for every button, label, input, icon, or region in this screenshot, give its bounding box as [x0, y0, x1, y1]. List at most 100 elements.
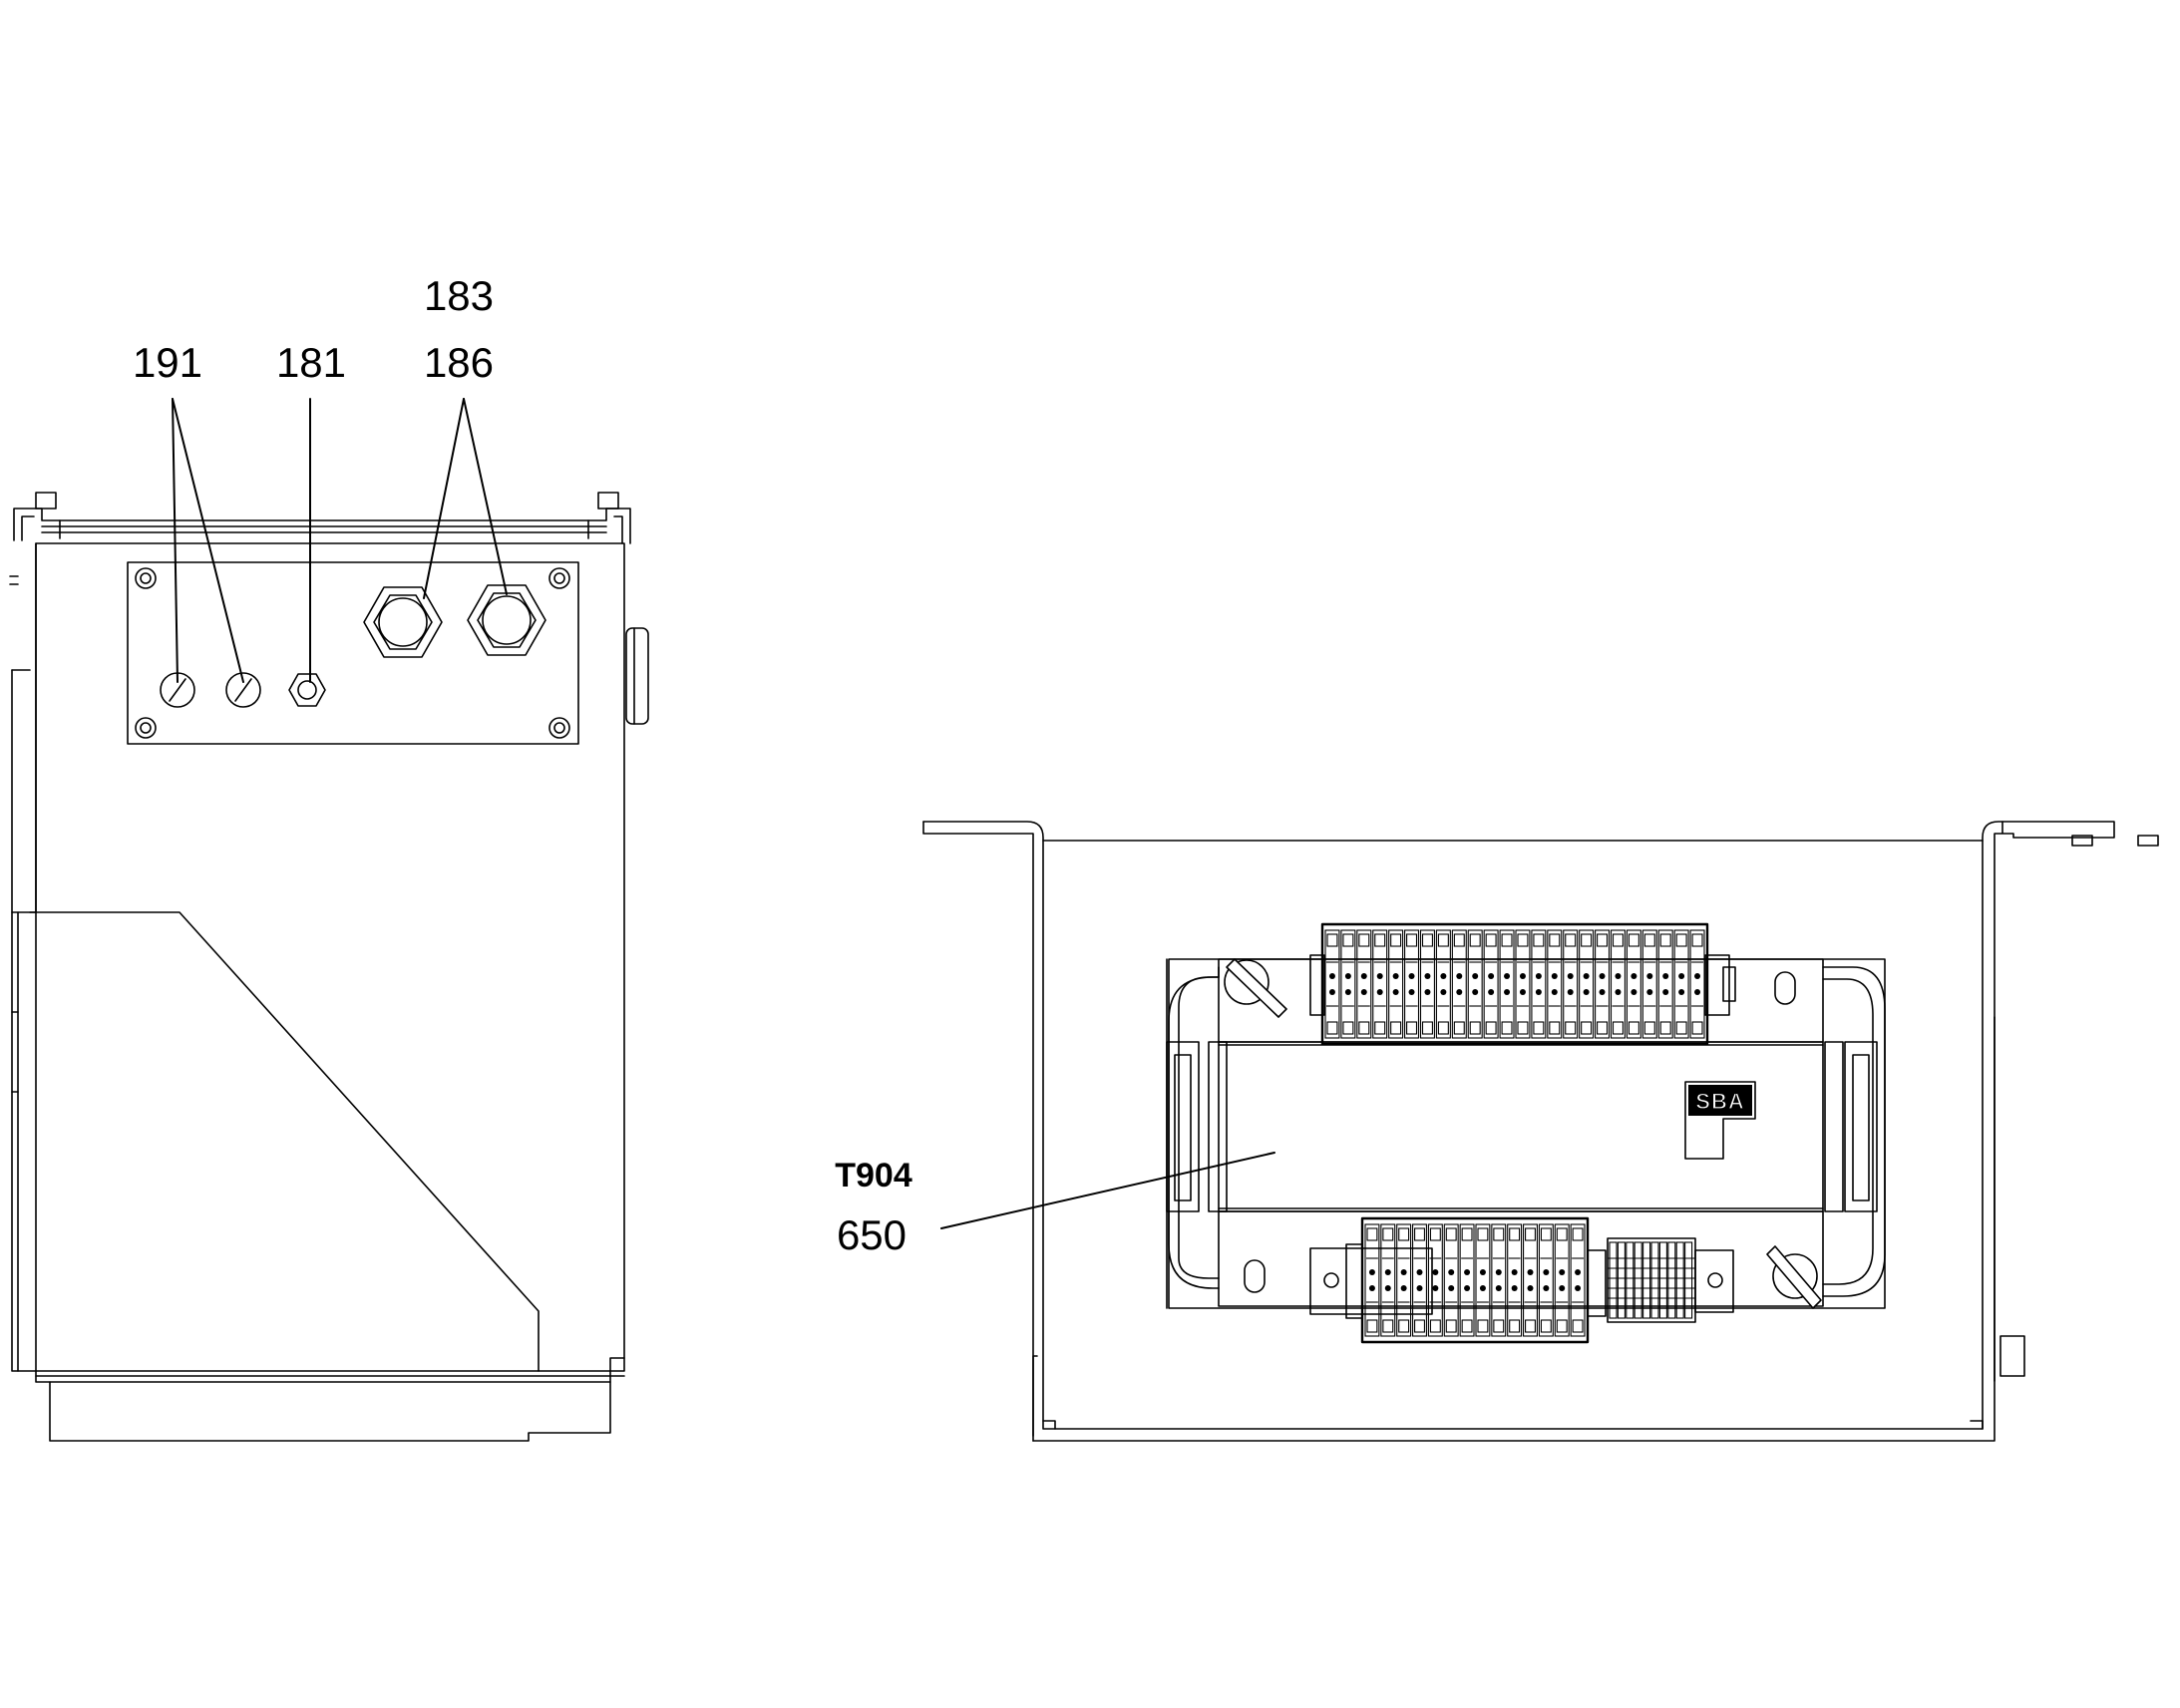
terminal-screw-icon [1488, 973, 1495, 979]
terminal-clamp [1612, 933, 1624, 947]
terminal [1404, 929, 1420, 1039]
terminal-clamp [1691, 933, 1703, 947]
terminal-screw-icon [1575, 1269, 1582, 1275]
fuse-terminal [1634, 1241, 1642, 1319]
terminal-screw-icon [1408, 989, 1415, 995]
terminal-clamp [1572, 1319, 1584, 1333]
cable-gland-186-a [363, 586, 443, 658]
terminal [1459, 1223, 1475, 1337]
terminal [1547, 929, 1563, 1039]
terminal-clamp [1581, 933, 1593, 947]
terminal-body [1538, 1223, 1554, 1337]
terminal-body [1404, 929, 1420, 1039]
terminal-screw-icon [1488, 989, 1495, 995]
terminal-screw-icon [1376, 989, 1383, 995]
plate-screw-icon [548, 717, 570, 739]
terminal-clamp [1382, 1319, 1394, 1333]
fuse-terminal-group [1607, 1237, 1696, 1323]
terminal-body [1340, 929, 1356, 1039]
terminal-clamp [1342, 933, 1354, 947]
terminal-screw-icon [1519, 989, 1526, 995]
terminal-clamp [1485, 933, 1497, 947]
clamp-lever-top-left [1224, 958, 1287, 1018]
terminal-body [1412, 1223, 1427, 1337]
terminal [1595, 929, 1611, 1039]
terminal [1388, 929, 1404, 1039]
plate-screw-icon [548, 567, 570, 589]
terminal-body [1507, 1223, 1523, 1337]
terminal-screw-icon [1328, 989, 1335, 995]
blanking-plug-191-b [225, 672, 261, 708]
terminal-body [1657, 929, 1673, 1039]
terminal-clamp [1540, 1227, 1552, 1241]
terminal-clamp [1556, 1227, 1568, 1241]
terminal-screw-icon [1360, 989, 1367, 995]
terminal-clamp [1342, 1021, 1354, 1035]
terminal-body [1499, 929, 1515, 1039]
terminal-screw-icon [1440, 989, 1447, 995]
fuse-terminal [1609, 1241, 1618, 1319]
terminal-body [1491, 1223, 1507, 1337]
fuse-terminal [1658, 1241, 1667, 1319]
terminal-screw-icon [1631, 989, 1637, 995]
terminal-screw-icon [1599, 973, 1606, 979]
mount-slot [1244, 1259, 1266, 1293]
terminal-body [1673, 929, 1689, 1039]
terminal [1641, 929, 1657, 1039]
terminal-body [1570, 1223, 1586, 1337]
terminal-screw-icon [1400, 1269, 1407, 1275]
terminal-clamp [1533, 1021, 1545, 1035]
leader-186-b [463, 398, 508, 595]
terminal-clamp [1659, 933, 1671, 947]
left-enclosure-view: 183 191 181 186 [9, 272, 649, 1442]
terminal-clamp [1493, 1227, 1505, 1241]
terminal-clamp [1453, 933, 1465, 947]
terminal-screw-icon [1495, 1285, 1502, 1291]
terminal-body [1451, 929, 1467, 1039]
terminal-clamp [1326, 933, 1338, 947]
terminal-screw-icon [1464, 1269, 1471, 1275]
terminal-clamp [1374, 933, 1386, 947]
module-frame [1166, 958, 1886, 1309]
terminal-screw-icon [1479, 1285, 1486, 1291]
terminal [1538, 1223, 1554, 1337]
terminal-body [1483, 929, 1499, 1039]
terminal [1443, 1223, 1459, 1337]
terminal [1483, 929, 1499, 1039]
callout-181: 181 [276, 339, 346, 386]
terminal-clamp [1643, 933, 1655, 947]
terminal-clamp [1326, 1021, 1338, 1035]
terminal-clamp [1643, 1021, 1655, 1035]
terminal-screw-icon [1583, 989, 1590, 995]
terminal-clamp [1572, 1227, 1584, 1241]
callouts-right: T904 650 [835, 1152, 1275, 1258]
clamp-lever-bottom-right [1766, 1245, 1822, 1309]
terminal-screw-icon [1694, 973, 1701, 979]
terminal-screw-icon [1535, 973, 1542, 979]
terminal-screw-icon [1360, 973, 1367, 979]
terminal-clamp [1691, 1021, 1703, 1035]
terminal [1626, 929, 1641, 1039]
callouts-left: 183 191 181 186 [133, 272, 508, 683]
mount-slot [1774, 971, 1796, 1005]
terminal-screw-icon [1527, 1285, 1534, 1291]
terminal-body [1515, 929, 1531, 1039]
terminal-screw-icon [1567, 973, 1574, 979]
terminal-clamp [1398, 1319, 1410, 1333]
terminal-body [1419, 929, 1435, 1039]
terminal-body [1547, 929, 1563, 1039]
terminal-clamp [1612, 1021, 1624, 1035]
terminal-clamp [1469, 933, 1481, 947]
terminal-clamp [1414, 1319, 1425, 1333]
terminal [1467, 929, 1483, 1039]
terminal-body [1641, 929, 1657, 1039]
terminal-screw-icon [1567, 989, 1574, 995]
terminal-screw-icon [1678, 973, 1685, 979]
terminal-body [1364, 1223, 1380, 1337]
callout-191: 191 [133, 339, 202, 386]
terminal-screw-icon [1495, 1269, 1502, 1275]
terminal-screw-icon [1368, 1269, 1375, 1275]
terminal-block-top [1309, 922, 1736, 1046]
terminal-body [1610, 929, 1626, 1039]
terminal [1610, 929, 1626, 1039]
